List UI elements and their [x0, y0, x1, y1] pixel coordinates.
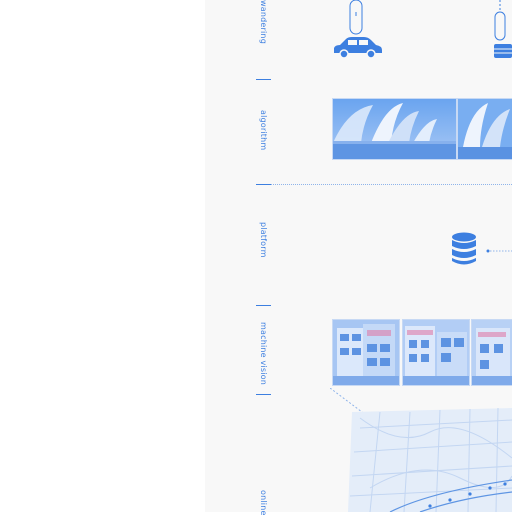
section-label-algorithm: algorithm	[259, 110, 268, 151]
algorithm-photo-1	[332, 98, 457, 160]
section-label-machine-vision: machine vision	[259, 322, 268, 386]
camera-sensor-icon	[494, 0, 512, 58]
section-divider	[256, 184, 271, 185]
section-label-wandering: wandering	[259, 0, 268, 44]
vision-photo-1	[332, 319, 400, 386]
connector-line	[271, 184, 512, 185]
car-icon	[334, 37, 382, 59]
section-divider	[256, 394, 271, 395]
connector-arrow	[486, 249, 512, 253]
section-divider	[256, 79, 271, 80]
section-divider	[256, 305, 271, 306]
sensor-pin-icon	[349, 0, 363, 35]
database-icon	[452, 232, 476, 265]
section-label-platform: platform	[259, 222, 268, 258]
city-map	[330, 388, 512, 512]
vision-photo-2	[402, 319, 470, 386]
algorithm-photo-2	[457, 98, 512, 160]
vision-photo-3	[471, 319, 512, 386]
